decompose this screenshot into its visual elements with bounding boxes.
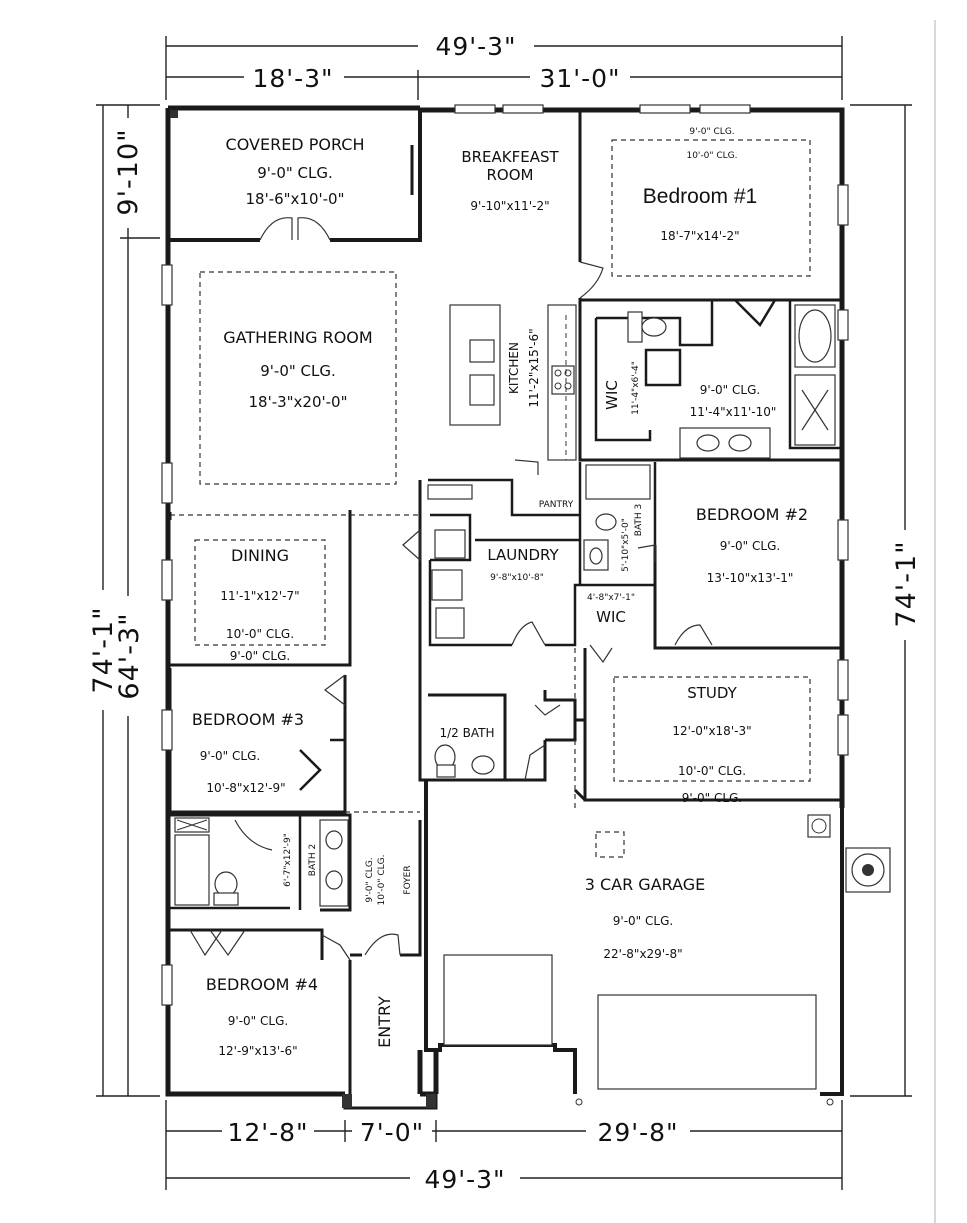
breakfast-size: 9'-10"x11'-2" [470, 199, 549, 213]
bedroom1-name: Bedroom #1 [643, 185, 757, 208]
bath2-name: BATH 2 [308, 844, 318, 876]
kitchen-name: KITCHEN [507, 342, 521, 394]
dining-ceiling-1: 10'-0" CLG. [226, 627, 294, 641]
covered-porch-name: COVERED PORCH [226, 135, 365, 154]
foyer-ceiling-2: 10'-0" CLG. [377, 854, 387, 905]
pantry-name: PANTRY [539, 500, 574, 510]
dim-left-porch: 9'-10" [113, 128, 144, 215]
bath3-size: 5'-10"x5'-0" [621, 518, 631, 572]
dim-top-right: 31'-0" [539, 64, 620, 93]
bedroom4-name: BEDROOM #4 [206, 975, 318, 994]
dim-top-overall: 49'-3" [435, 32, 516, 61]
kitchen-island [449, 304, 501, 426]
dim-left-inner: 64'-3" [114, 612, 145, 699]
bedroom3-ceiling: 9'-0" CLG. [200, 749, 260, 763]
ceiling-outlines [194, 139, 811, 858]
garage-name: 3 CAR GARAGE [585, 875, 706, 894]
breakfast-name-2: ROOM [487, 166, 534, 184]
dining-size: 11'-1"x12'-7" [220, 589, 299, 603]
study-ceiling-1: 10'-0" CLG. [678, 764, 746, 778]
garage-ceiling: 9'-0" CLG. [613, 914, 673, 928]
exterior-walls [165, 105, 845, 1110]
laundry-name: LAUNDRY [487, 546, 559, 564]
foyer-name: FOYER [403, 865, 413, 894]
gathering-name: GATHERING ROOM [223, 328, 372, 347]
study-ceiling-2: 9'-0" CLG. [682, 791, 742, 805]
dim-bottom-overall: 49'-3" [424, 1165, 505, 1194]
breakfast-name-1: BREAKFEAST [461, 148, 559, 166]
bedroom3-name: BEDROOM #3 [192, 710, 304, 729]
washer [431, 569, 463, 601]
dim-right-overall: 74'-1" [891, 540, 922, 627]
range-cooktop [551, 365, 575, 395]
dim-bottom-right: 29'-8" [597, 1118, 678, 1147]
kitchen-size: 11'-2"x15'-6" [527, 328, 541, 407]
foyer-ceiling-1: 9'-0" CLG. [365, 857, 375, 902]
bedroom1-ceiling-2: 10'-0" CLG. [686, 151, 737, 161]
laundry-size: 9'-8"x10'-8" [490, 573, 544, 583]
windows [161, 104, 849, 1006]
toilet-icon [641, 317, 667, 337]
study-size: 12'-0"x18'-3" [672, 724, 751, 738]
wic2-size: 4'-8"x7'-1" [587, 593, 635, 603]
master-wic-name: WIC [603, 380, 621, 410]
bath3-name: BATH 3 [634, 504, 644, 536]
dining-ceiling-2: 9'-0" CLG. [230, 649, 290, 663]
tub-icon [798, 309, 832, 363]
bedroom4-ceiling: 9'-0" CLG. [228, 1014, 288, 1028]
dim-bottom-left: 12'-8" [227, 1118, 308, 1147]
bedroom1-size: 18'-7"x14'-2" [660, 229, 739, 243]
bedroom4-size: 12'-9"x13'-6" [218, 1044, 297, 1058]
master-bath-ceiling: 9'-0" CLG. [700, 383, 760, 397]
fixtures [170, 110, 891, 1108]
sink-icon [728, 434, 752, 452]
garage-size: 22'-8"x29'-8" [603, 947, 682, 961]
bedroom2-size: 13'-10"x13'-1" [707, 571, 794, 585]
doors [189, 217, 713, 961]
dryer [435, 607, 465, 639]
covered-porch-size: 18'-6"x10'-0" [245, 190, 344, 208]
covered-porch-ceiling: 9'-0" CLG. [257, 164, 333, 182]
dim-bottom-mid: 7'-0" [360, 1118, 424, 1147]
sink-icon [696, 434, 720, 452]
entry-name: ENTRY [375, 996, 394, 1048]
bedroom3-size: 10'-8"x12'-9" [206, 781, 285, 795]
gathering-ceiling: 9'-0" CLG. [260, 362, 336, 380]
bath2-size: 6'-7"x12'-9" [283, 833, 293, 887]
study-name: STUDY [687, 684, 737, 702]
fridge [434, 529, 466, 559]
dim-top-left: 18'-3" [252, 64, 333, 93]
gathering-size: 18'-3"x20'-0" [248, 393, 347, 411]
room-labels: COVERED PORCH 9'-0" CLG. 18'-6"x10'-0" B… [192, 127, 808, 1058]
bedroom1-ceiling-1: 9'-0" CLG. [689, 127, 734, 137]
bedroom2-ceiling: 9'-0" CLG. [720, 539, 780, 553]
dining-name: DINING [231, 546, 289, 565]
bedroom2-name: BEDROOM #2 [696, 505, 808, 524]
master-bath-size: 11'-4"x11'-10" [690, 405, 777, 419]
wic2-name: WIC [596, 608, 626, 626]
half-bath-name: 1/2 BATH [440, 726, 495, 740]
master-wic-size: 11'-4"x6'-4" [631, 361, 641, 415]
